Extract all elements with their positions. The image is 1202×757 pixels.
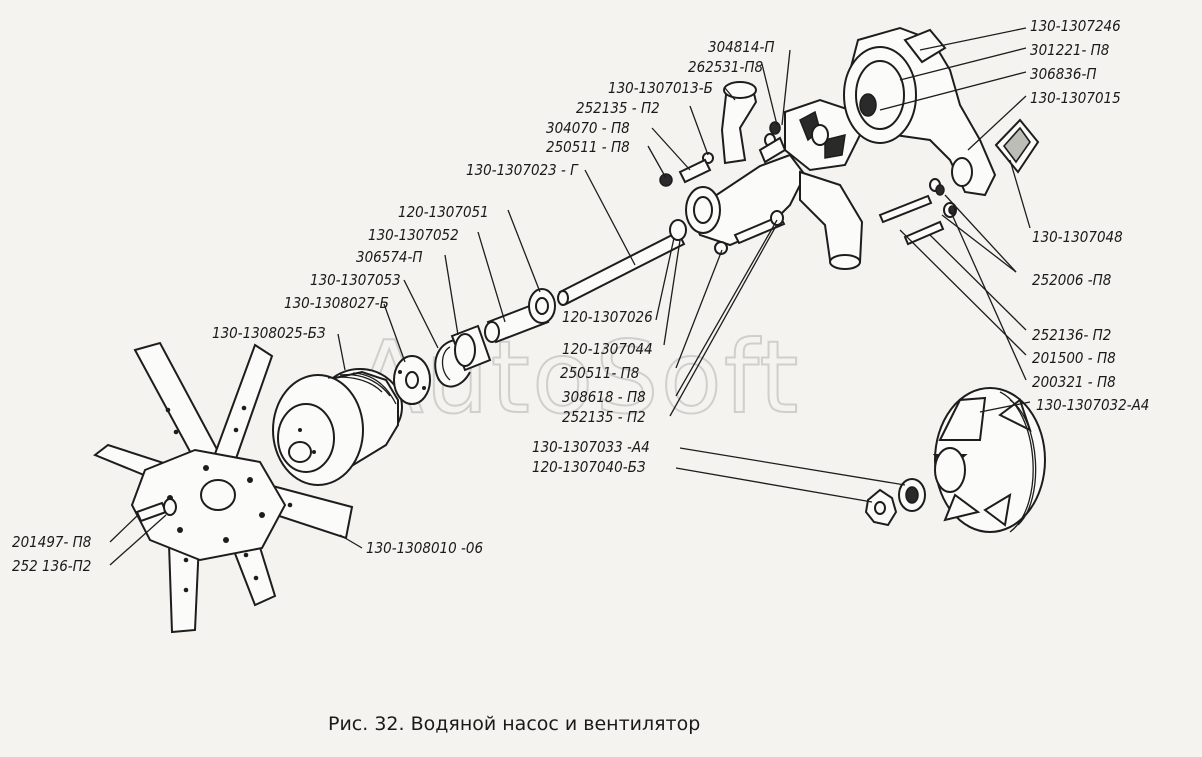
- label-130-1308025-b3: 130-1308025-БЗ: [212, 324, 326, 342]
- pulley: [272, 368, 403, 486]
- label-120-1307026: 120-1307026: [562, 308, 653, 326]
- label-130-1307015: 130-1307015: [1030, 89, 1121, 107]
- label-250511-p8-top: 250511 - П8: [546, 138, 630, 156]
- cover-gasket: [994, 118, 1040, 174]
- label-201500-p8: 201500 - П8: [1032, 349, 1116, 367]
- pump-cover: [843, 26, 997, 197]
- label-306574-p: 306574-П: [356, 248, 423, 266]
- label-130-1307033-a4: 130-1307033 -А4: [532, 438, 650, 456]
- impeller-lower: [932, 387, 1046, 533]
- housing-fasteners: [659, 121, 787, 187]
- fan-hub: [130, 448, 287, 562]
- bearing-rear: [669, 219, 687, 241]
- label-201497-p8: 201497- П8: [12, 533, 91, 551]
- label-120-1307044: 120-1307044: [562, 340, 653, 358]
- leader-lines: [109, 27, 1031, 566]
- label-252006-p8: 252006 -П8: [1032, 271, 1111, 289]
- label-130-1308010-06: 130-1308010 -06: [366, 539, 483, 557]
- bearing-sleeve: [450, 324, 492, 372]
- label-130-1307053: 130-1307053: [310, 271, 401, 289]
- label-304070-p8: 304070 - П8: [546, 119, 630, 137]
- pump-studs: [714, 210, 786, 255]
- label-130-1307023-g: 130-1307023 - Г: [466, 161, 579, 179]
- label-306836-p: 306836-П: [1030, 65, 1097, 83]
- label-200321-p8: 200321 - П8: [1032, 373, 1116, 391]
- cover-bolts: [878, 178, 957, 246]
- impeller-upper: [784, 98, 862, 172]
- pump-seal: [898, 478, 926, 512]
- label-130-1307246: 130-1307246: [1030, 17, 1121, 35]
- label-304814-p: 304814-П: [708, 38, 775, 56]
- pump-shaft: [557, 230, 686, 306]
- label-130-1308027-b: 130-1308027-Б: [284, 294, 389, 312]
- pump-housing: [685, 81, 864, 270]
- label-120-1307051: 120-1307051: [398, 203, 489, 221]
- label-252135-p2-mid: 252135 - П2: [562, 408, 646, 426]
- fan-bolt: [135, 498, 177, 523]
- bearing-front: [528, 288, 556, 324]
- label-252136-p2-left: 252 136-П2: [12, 557, 91, 575]
- label-301221-p8: 301221- П8: [1030, 41, 1109, 59]
- label-120-1307040-b3: 120-1307040-БЗ: [532, 458, 646, 476]
- label-130-1307048: 130-1307048: [1032, 228, 1123, 246]
- label-252135-p2-top: 252135 - П2: [576, 99, 660, 117]
- label-130-1307013-b: 130-1307013-Б: [608, 79, 713, 97]
- hub-flange: [393, 355, 431, 405]
- label-252136-p2-right: 252136- П2: [1032, 326, 1111, 344]
- label-308618-p8: 308618 - П8: [562, 388, 646, 406]
- part-labels: 304814-П 262531-П8 130-1307013-Б 252135 …: [12, 17, 1149, 575]
- label-130-1307032-a4: 130-1307032-А4: [1036, 396, 1149, 414]
- seal-washer: [864, 488, 898, 527]
- figure-caption: Рис. 32. Водяной насос и вентилятор: [328, 713, 700, 735]
- label-250511-p8-mid: 250511- П8: [560, 364, 639, 382]
- fan-blades: [93, 341, 354, 634]
- label-262531-p8: 262531-П8: [688, 58, 763, 76]
- label-130-1307052: 130-1307052: [368, 226, 459, 244]
